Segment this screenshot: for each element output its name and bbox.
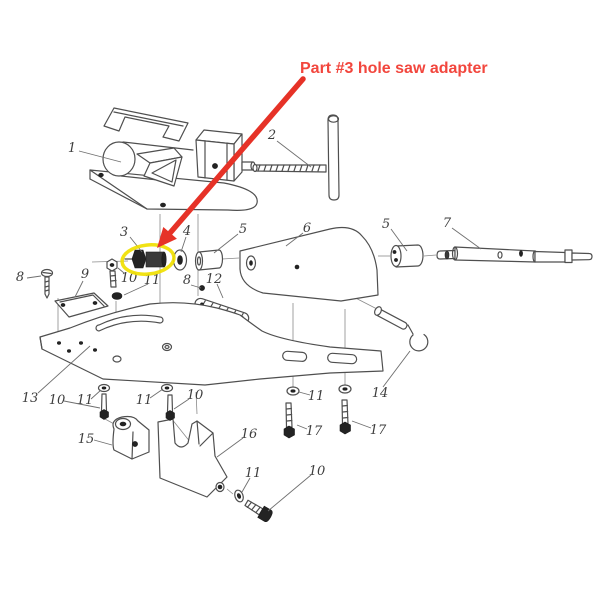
callout-part11-c: 11 bbox=[136, 393, 153, 408]
callout-part15: 15 bbox=[78, 432, 95, 447]
callout-leaders bbox=[26, 140, 482, 512]
callout-part17-b: 17 bbox=[370, 423, 387, 438]
callout-part10-d: 10 bbox=[309, 464, 326, 479]
callout-part8-link: 8 bbox=[183, 273, 191, 288]
callout-part5-front: 5 bbox=[239, 222, 247, 237]
part-bolt-17-left bbox=[283, 386, 300, 439]
callout-part12: 12 bbox=[206, 272, 223, 287]
callout-part11-b: 11 bbox=[77, 393, 94, 408]
part-cover-plate bbox=[54, 292, 109, 318]
callout-part13: 13 bbox=[22, 391, 39, 406]
highlight-ellipse bbox=[120, 243, 176, 276]
callout-part11-a: 11 bbox=[144, 273, 161, 288]
callout-part3: 3 bbox=[120, 225, 128, 240]
callout-part10-a: 10 bbox=[121, 271, 138, 286]
callout-part2: 2 bbox=[267, 128, 276, 143]
part-arbor-shaft bbox=[436, 246, 593, 264]
callout-part4: 4 bbox=[182, 224, 191, 239]
annotation-arrow bbox=[157, 76, 306, 248]
part-pivot-body bbox=[239, 226, 379, 302]
part-washer-bolt-bottom bbox=[234, 489, 273, 523]
callout-part10-c: 10 bbox=[187, 388, 204, 403]
part-t-handle-rod bbox=[252, 114, 340, 201]
annotation-overlay: Part #3 hole saw adapter bbox=[120, 60, 488, 276]
part-bolt-17-right bbox=[338, 384, 352, 435]
callout-part16: 16 bbox=[241, 427, 258, 442]
part-bushing-front bbox=[194, 249, 224, 271]
part-bushing-rear bbox=[390, 244, 424, 268]
part-u-bracket bbox=[157, 418, 228, 498]
callout-part5-rear: 5 bbox=[382, 217, 390, 232]
callout-part14: 14 bbox=[372, 386, 389, 401]
part-screw-left bbox=[40, 268, 54, 299]
part-pivot-bracket bbox=[112, 415, 150, 460]
callout-part9: 9 bbox=[81, 267, 89, 282]
part-base-plate bbox=[39, 302, 384, 386]
callout-part6: 6 bbox=[303, 221, 311, 236]
callout-part8-left: 8 bbox=[16, 270, 24, 285]
callout-part1: 1 bbox=[68, 141, 76, 156]
callout-labels: 1 2 3 4 5 6 5 7 8 9 10 11 8 12 13 10 11 … bbox=[16, 128, 452, 481]
callout-part17-a: 17 bbox=[306, 424, 323, 439]
part-washer bbox=[172, 249, 188, 271]
part-washer-bolt-mid bbox=[160, 383, 175, 421]
annotation-text: Part #3 hole saw adapter bbox=[300, 60, 488, 77]
part-clamp-assembly bbox=[89, 107, 258, 211]
callout-part11-d: 11 bbox=[308, 389, 325, 404]
callout-part7: 7 bbox=[443, 216, 452, 231]
drawing: 1 2 3 4 5 6 5 7 8 9 10 11 8 12 13 10 11 … bbox=[16, 107, 593, 523]
part-hitch-pin bbox=[374, 306, 429, 352]
part-hole-saw-adapter bbox=[124, 249, 167, 269]
part-bolt-and-nut-left bbox=[106, 258, 123, 300]
callout-part10-b: 10 bbox=[49, 393, 66, 408]
callout-part11-e: 11 bbox=[245, 466, 262, 481]
part-washer-bolt-left bbox=[97, 383, 111, 420]
